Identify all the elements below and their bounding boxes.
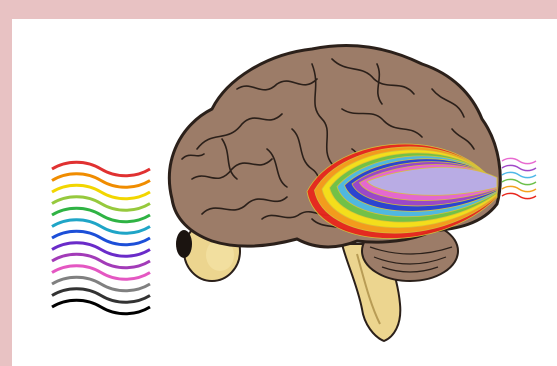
image-canvas bbox=[12, 19, 557, 366]
left-color-waves bbox=[52, 162, 150, 314]
right-color-waves bbox=[502, 158, 536, 198]
small-wave-line bbox=[502, 193, 536, 198]
small-wave-line bbox=[502, 179, 536, 184]
small-wave-line bbox=[502, 186, 536, 191]
small-wave-line bbox=[502, 172, 536, 177]
small-wave-line bbox=[502, 165, 536, 170]
small-wave-line bbox=[502, 158, 536, 163]
brain-illustration bbox=[12, 19, 557, 366]
